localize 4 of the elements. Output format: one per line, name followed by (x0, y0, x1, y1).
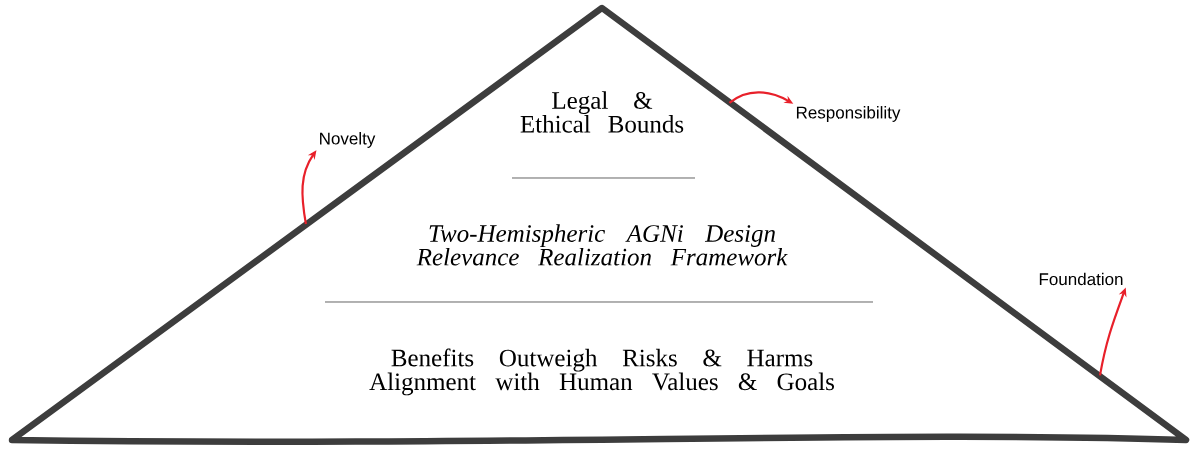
side-label: Novelty (320, 132, 376, 148)
side-label: Responsibility (796, 106, 901, 122)
side-label: Foundation (1039, 272, 1123, 286)
curved-arrow (301, 150, 317, 225)
